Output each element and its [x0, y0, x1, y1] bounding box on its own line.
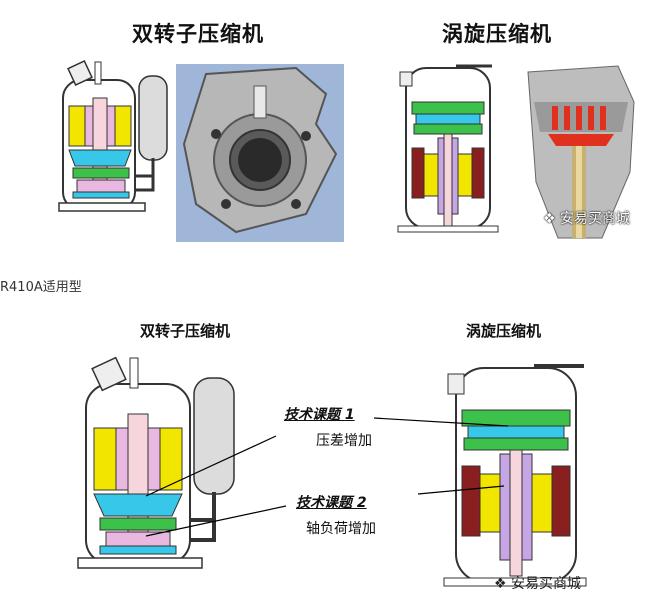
top-left-title: 双转子压缩机 — [132, 22, 264, 46]
issue2-leader-right — [417, 485, 505, 495]
bottom-rotary-compressor-diagram — [77, 356, 235, 569]
bottom-scroll-compressor-diagram — [443, 364, 587, 587]
issue1-text: 压差增加 — [316, 433, 372, 449]
top-rotary-compressor-diagram — [58, 60, 168, 212]
top-watermark: ❖ 安易买商城 — [543, 208, 630, 228]
scroll-cutaway-render — [527, 65, 635, 239]
bottom-watermark-text: 安易买商城 — [511, 576, 582, 592]
issue2-title: 技术课题 2 — [296, 495, 367, 511]
issue2-text: 轴负荷增加 — [306, 521, 376, 537]
rotary-part-photo — [176, 64, 344, 242]
top-scroll-compressor-diagram — [397, 64, 499, 233]
top-watermark-text: 安易买商城 — [560, 211, 631, 227]
compatibility-caption: R410A适用型 — [0, 280, 82, 295]
issue1-title: 技术课题 1 — [284, 407, 355, 423]
bottom-right-title: 涡旋压缩机 — [466, 322, 542, 340]
bottom-watermark: ❖ 安易买商城 — [494, 573, 581, 593]
issue2-leader-left — [145, 505, 287, 537]
watermark-icon: ❖ — [494, 576, 512, 592]
issue1-leader-right — [373, 417, 509, 427]
top-right-title: 涡旋压缩机 — [442, 22, 552, 46]
watermark-icon: ❖ — [543, 211, 561, 227]
bottom-left-title: 双转子压缩机 — [140, 322, 231, 340]
issue1-leader-left — [145, 435, 277, 497]
